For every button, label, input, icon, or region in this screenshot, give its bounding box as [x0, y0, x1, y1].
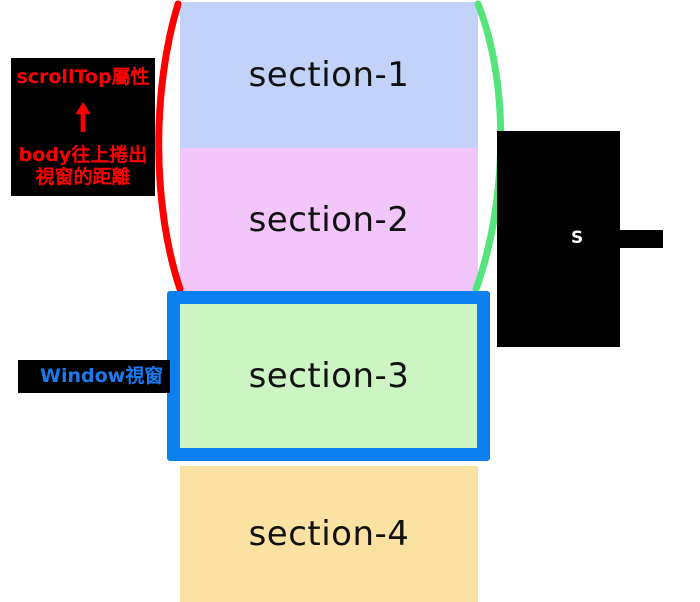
screen-label-occluder-bar — [584, 230, 663, 248]
section-block-2: section-2 — [180, 148, 478, 291]
section-label: section-4 — [248, 514, 410, 554]
section-label: section-2 — [248, 199, 410, 240]
scrolltop-callout-title: scrollTop屬性 — [16, 66, 150, 88]
scrolltop-desc-line-2: 視窗的距離 — [35, 165, 131, 188]
section-block-3: section-3 — [180, 303, 478, 449]
window-callout-label: Window視窗 — [40, 364, 164, 387]
scrolltop-callout: scrollTop屬性 body往上捲出 視窗的距離 — [11, 58, 155, 196]
window-callout: Window視窗 — [18, 360, 170, 393]
scrolltop-callout-description: body往上捲出 視窗的距離 — [19, 145, 148, 188]
section-label: section-3 — [248, 356, 410, 396]
section-block-4: section-4 — [180, 466, 478, 602]
scrolltop-desc-line-1: body往上捲出 — [18, 144, 148, 167]
window-viewport-frame — [167, 291, 490, 461]
up-arrow-icon — [75, 101, 91, 132]
section-block-1: section-1 — [180, 2, 478, 148]
section-label: section-1 — [248, 55, 410, 95]
